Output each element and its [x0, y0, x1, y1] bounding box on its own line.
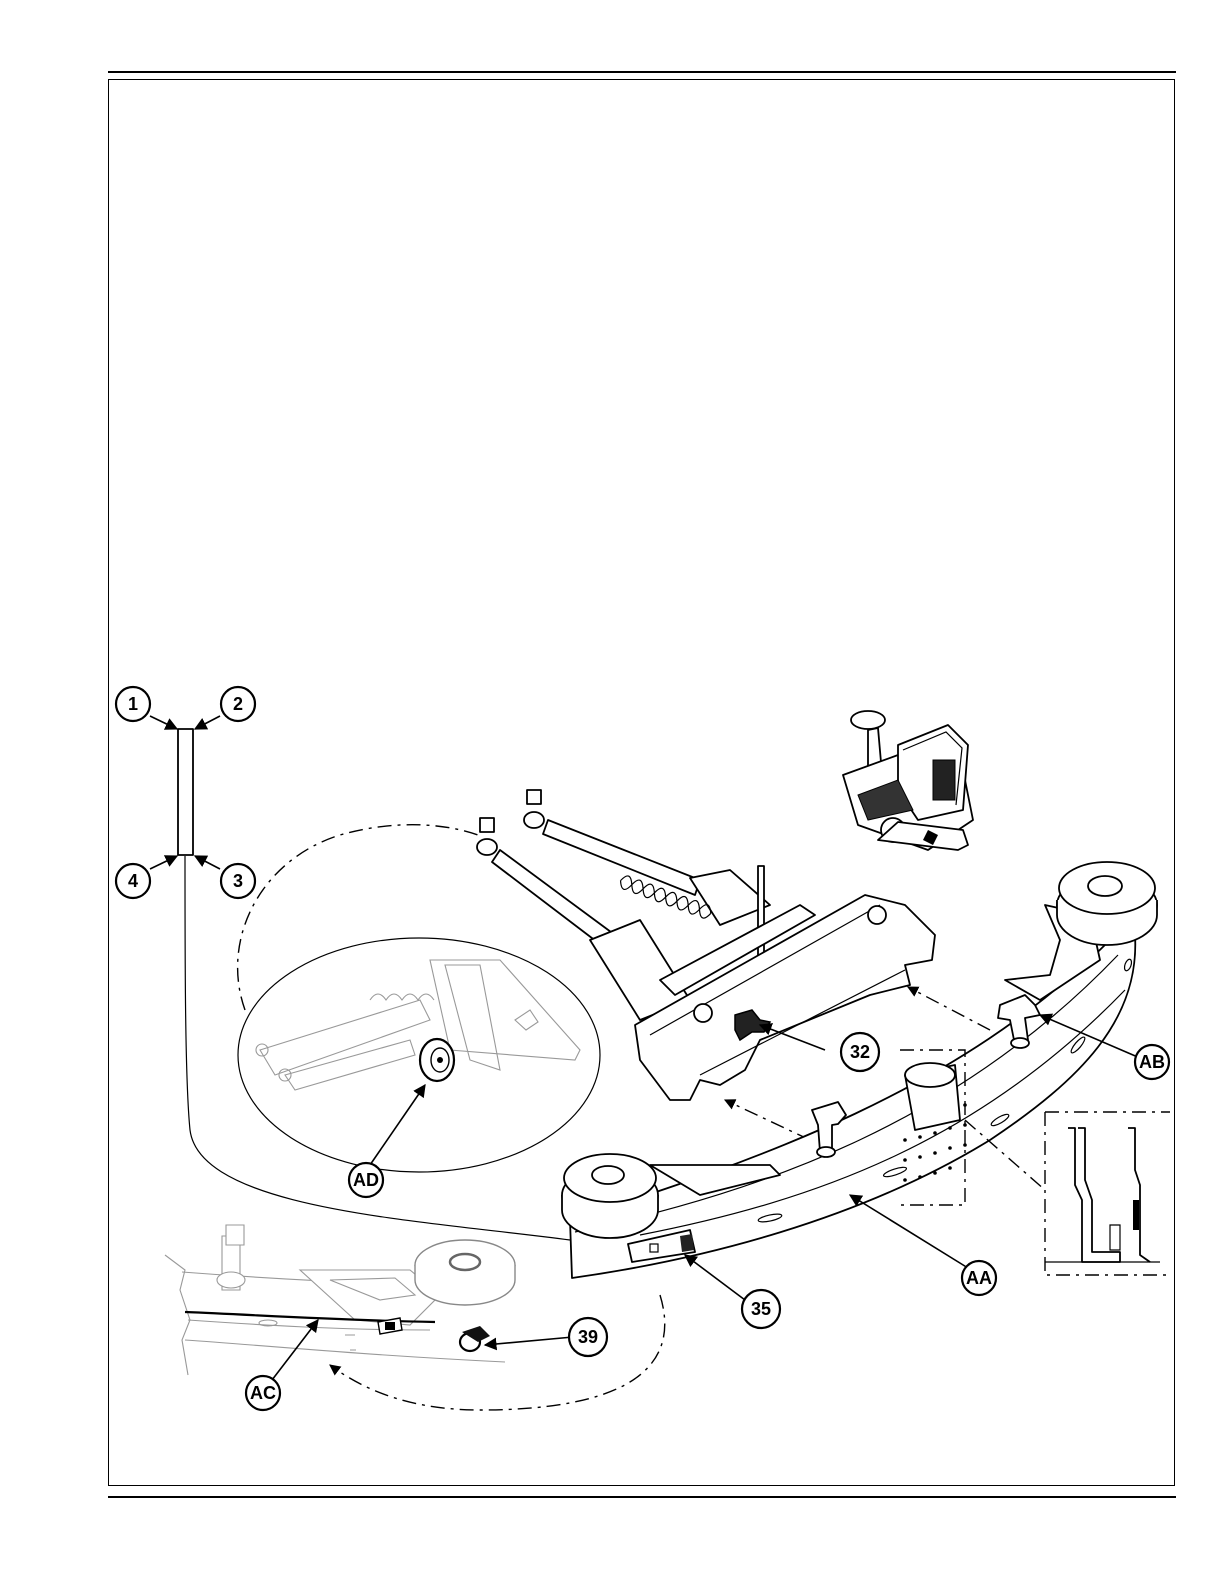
- callout-AB: AB: [1135, 1045, 1169, 1079]
- svg-text:4: 4: [128, 871, 138, 891]
- svg-text:1: 1: [128, 694, 138, 714]
- callout-AA: AA: [962, 1261, 996, 1295]
- callout-4: 4: [116, 864, 150, 898]
- svg-text:AD: AD: [353, 1170, 379, 1190]
- callout-32: 32: [841, 1033, 879, 1071]
- callout-39: 39: [569, 1318, 607, 1356]
- cross-section-detail: [1045, 1112, 1170, 1275]
- machine-icon: [843, 711, 973, 850]
- svg-text:39: 39: [578, 1327, 598, 1347]
- svg-text:3: 3: [233, 871, 243, 891]
- callout-35: 35: [742, 1290, 780, 1328]
- svg-text:32: 32: [850, 1042, 870, 1062]
- svg-text:AC: AC: [250, 1383, 276, 1403]
- svg-text:AA: AA: [966, 1268, 992, 1288]
- hose-segment: [178, 729, 193, 855]
- svg-text:35: 35: [751, 1299, 771, 1319]
- svg-text:AB: AB: [1139, 1052, 1165, 1072]
- callout-3: 3: [221, 864, 255, 898]
- callout-1: 1: [116, 687, 150, 721]
- svg-text:2: 2: [233, 694, 243, 714]
- callout-AD: AD: [349, 1163, 383, 1197]
- callout-2: 2: [221, 687, 255, 721]
- callout-AC: AC: [246, 1376, 280, 1410]
- inset-roller-detail: [238, 825, 600, 1172]
